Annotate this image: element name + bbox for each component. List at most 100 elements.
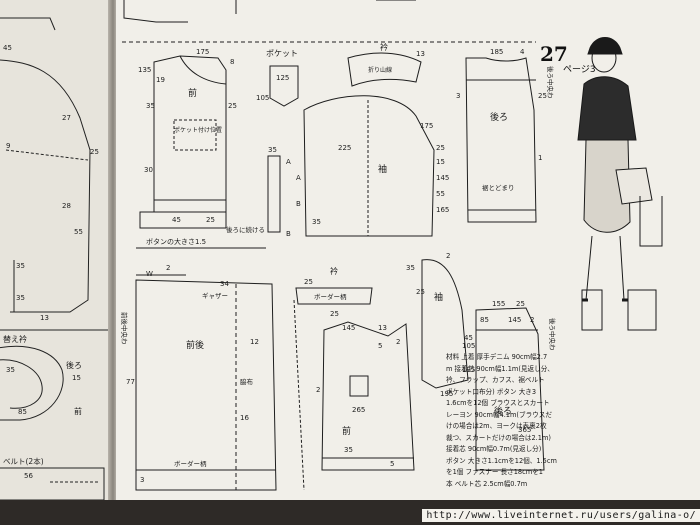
materials-line: ボタン 大きさ1.1cmを12個、1.5cm <box>446 456 557 465</box>
pocket-marker-b1: B <box>286 230 291 238</box>
blouse-sleeve-measure-4: 45 <box>464 334 473 342</box>
left-measure-12: 85 <box>18 408 27 416</box>
blouse-front-measure-7: 2 <box>316 386 320 394</box>
skirt-measure-5: 16 <box>240 414 249 422</box>
front-title: 前 <box>188 87 197 99</box>
left-measure-1: 45 <box>3 44 12 52</box>
page-number: 27 <box>540 42 568 66</box>
skirt-border: ボーダー柄 <box>174 459 207 468</box>
blouse-back-measure-2: 85 <box>480 316 489 324</box>
left-measure-2: 27 <box>62 114 71 122</box>
sleeve-measure-7: 165 <box>436 206 449 214</box>
pocket-marker-a2: A <box>296 174 301 182</box>
materials-line: 衿、フラップ、カフス、裾ベルト <box>446 376 545 384</box>
collar-fold-line: 折り山線 <box>368 66 392 74</box>
skirt-fold-label: 脇布 <box>240 377 254 386</box>
sleeve-measure-6: 55 <box>436 190 445 198</box>
skirt-measure-4: 77 <box>126 378 135 386</box>
materials-line: 1.6cmを12個 ブラウスとスカート <box>446 399 550 407</box>
left-measure-10: 35 <box>6 366 15 374</box>
skirt-title: 前後 <box>186 339 204 351</box>
sleeve-measure-1: 225 <box>338 144 351 152</box>
front-cuff-note: 後ろに続ける <box>226 225 265 234</box>
blouse-sleeve-title: 袖 <box>434 291 443 303</box>
blouse-front-title: 前 <box>342 425 351 437</box>
pocket-measure-3: 35 <box>268 146 277 154</box>
front-measure-4: 19 <box>156 76 165 84</box>
back-measure-2: 4 <box>520 48 525 56</box>
left-measure-8: 35 <box>16 294 25 302</box>
left-label-back: 後ろ <box>66 360 82 370</box>
pocket-marker-a1: A <box>286 158 291 166</box>
front-measure-9: 25 <box>206 216 215 224</box>
left-measure-4: 25 <box>90 148 99 156</box>
materials-line: 材料 上着 厚手デニム 90cm幅2.7 <box>446 353 548 361</box>
page-gutter <box>108 0 118 525</box>
blouse-front-measure-3: 145 <box>342 324 355 332</box>
blouse-back-measure-5: 2 <box>530 316 534 324</box>
front-measure-1: 175 <box>196 48 209 56</box>
back-measure-1: 185 <box>490 48 503 56</box>
left-label-belt: ベルト(2本) <box>3 456 44 466</box>
blouse-collar-border: ボーダー柄 <box>314 292 347 301</box>
skirt-measure-3: 2 <box>166 264 170 272</box>
back-center-note: 後ろ中央わ <box>546 66 555 99</box>
materials-line: けの場合は2m、ヨークは表裏2枚 <box>446 422 547 430</box>
materials-line: 本 ベルト芯 2.5cm幅0.7m <box>446 479 528 488</box>
blouse-back-measure-3: 25 <box>516 300 525 308</box>
left-measure-11: 15 <box>72 374 81 382</box>
left-measure-5: 13 <box>40 314 49 322</box>
left-measure-7: 35 <box>16 262 25 270</box>
front-measure-7: 30 <box>144 166 153 174</box>
blouse-sleeve-measure-2: 25 <box>416 288 425 296</box>
skirt-measure-1: 34 <box>220 280 229 288</box>
back-measure-4: 3 <box>456 92 460 100</box>
blouse-front-measure-6: 2 <box>396 338 400 346</box>
sleeve-title: 袖 <box>378 163 387 175</box>
collar-title: 衿 <box>380 42 388 52</box>
left-measure-3: 28 <box>62 202 71 210</box>
sleeve-measure-2: 175 <box>420 122 433 130</box>
materials-line: 裁つ、スカートだけの場合は2.1m) <box>446 433 551 442</box>
left-label-swap-collar: 替え衿 <box>3 334 27 344</box>
blouse-front-measure-8: 265 <box>352 406 365 414</box>
front-pocket-position: ポケット付け位置 <box>174 126 222 134</box>
materials-line: レーヨン 90cm幅4.1m(ブラウスだ <box>446 410 552 419</box>
right-page: 前 ポケット付け位置 ボタンの大きさ1.5 後ろに続ける 175 8 25 19… <box>116 0 700 525</box>
skirt-measure-2: W <box>146 270 153 278</box>
pocket-title: ポケット <box>266 49 298 58</box>
collar-measure-1: 13 <box>416 50 425 58</box>
fashion-illustration <box>577 37 663 331</box>
materials-line: m 接着芯 90cm幅1.1m(見返し分、 <box>446 364 554 373</box>
materials-line: を1個 ファスナー 長さ18cmを1 <box>446 468 543 476</box>
back-measure-3: 25 <box>538 92 547 100</box>
sleeve-measure-8: 35 <box>312 218 321 226</box>
back-tuck-note: 裾とどまり <box>482 183 515 192</box>
watermark-url: http://www.liveinternet.ru/users/galina-… <box>422 509 700 522</box>
blouse-back-measure-7: 195 <box>462 366 475 374</box>
front-measure-2: 8 <box>230 58 234 66</box>
blouse-collar-title: 衿 <box>330 266 338 276</box>
blouse-front-measure-2: 25 <box>330 310 339 318</box>
blouse-back-measure-4: 145 <box>508 316 521 324</box>
blouse-front-measure-5: 5 <box>378 342 382 350</box>
blouse-sleeve-measure-1: 35 <box>406 264 415 272</box>
materials-line: 接着芯 90cm幅0.7m(見返し分) <box>446 445 542 453</box>
sleeve-measure-4: 15 <box>436 158 445 166</box>
sleeve-measure-3: 25 <box>436 144 445 152</box>
blouse-front-measure-9: 35 <box>344 446 353 454</box>
skirt-ref: 12 <box>250 338 259 346</box>
front-measure-3: 25 <box>228 102 237 110</box>
blouse-front-measure-10: 5 <box>390 460 394 468</box>
pocket-measure-2: 105 <box>256 94 269 102</box>
back-measure-5: 1 <box>538 154 542 162</box>
skirt-center-note: 前後中央わ <box>120 312 129 345</box>
left-measure-13: 56 <box>24 472 33 480</box>
front-measure-8: 45 <box>172 216 181 224</box>
pocket-marker-b2: B <box>296 200 301 208</box>
front-measure-5: 135 <box>138 66 151 74</box>
blouse-back-measure-6: 105 <box>462 342 475 350</box>
back-title: 後ろ <box>490 111 508 123</box>
blouse-back-measure-8: 365 <box>518 426 531 434</box>
page-label: ページ3 <box>563 65 596 75</box>
